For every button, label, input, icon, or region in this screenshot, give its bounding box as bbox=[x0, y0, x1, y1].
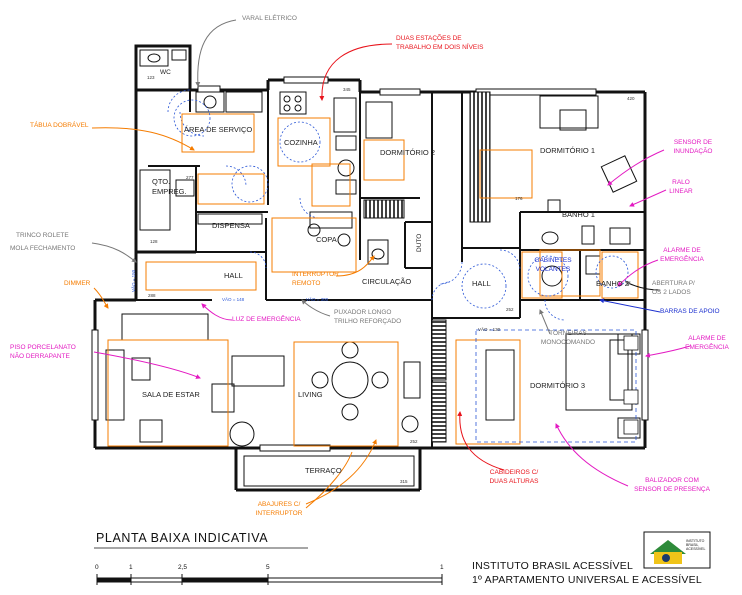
dim-vao-hall: VÃO = 148 bbox=[222, 297, 245, 302]
annotation-gabinetes-2: VOLANTES bbox=[535, 266, 571, 273]
annotation-alarme-1-line1: ALARME DE bbox=[663, 247, 701, 254]
room-label-copa: COPA bbox=[316, 235, 337, 244]
annotation-piso-2: NÃO DERRAPANTE bbox=[10, 353, 70, 360]
turning-circles bbox=[173, 99, 629, 309]
room-label-empreg: EMPREG. bbox=[152, 187, 187, 196]
annotation-interruptor-2: REMOTO bbox=[292, 280, 321, 287]
room-label-sala-de-estar: SALA DE ESTAR bbox=[142, 390, 200, 399]
annotation-luz: LUZ DE EMERGÊNCIA bbox=[232, 316, 301, 323]
room-label-dormitorio-1: DORMITÓRIO 1 bbox=[540, 146, 596, 155]
annotation-alarme-1-line2: EMERGÊNCIA bbox=[660, 256, 704, 263]
plan-title: PLANTA BAIXA INDICATIVA bbox=[96, 531, 269, 545]
scale-label-1: 1 bbox=[129, 564, 133, 571]
room-label-cozinha: COZINHA bbox=[284, 138, 318, 147]
room-label-living: LIVING bbox=[298, 390, 323, 399]
dim-277: 277 bbox=[186, 175, 194, 180]
annotation-abajures-2: INTERRUPTOR bbox=[255, 510, 303, 517]
room-label-dormitorio-2: DORMITÓRIO 2 bbox=[380, 148, 436, 157]
annotation-alarme-2-line1: ALARME DE bbox=[688, 335, 726, 342]
room-label-qto: QTO. bbox=[152, 177, 171, 186]
annotation-torneiras-1: TORNEIRAS bbox=[549, 330, 587, 337]
scale-label-2-5: 2,5 bbox=[178, 564, 188, 571]
annotation-gabinetes-1: GABINETES bbox=[534, 257, 572, 264]
annotation-ralo-1: RALO bbox=[672, 179, 690, 186]
annotation-dimmer: DIMMER bbox=[64, 280, 91, 287]
dim-vao-side: VÃO = 150 bbox=[131, 269, 136, 292]
annotation-piso-1: PISO PORCELANATO bbox=[10, 344, 76, 351]
logo bbox=[643, 531, 711, 569]
annotation-puxador-2: TRILHO REFORÇADO bbox=[334, 318, 402, 325]
scale-label-5: 5 bbox=[266, 564, 270, 571]
dim-176: 176 bbox=[515, 196, 523, 201]
room-label-banho-2: BANHO 2 bbox=[596, 279, 629, 288]
dim-315: 315 bbox=[400, 479, 408, 484]
wall-icons bbox=[623, 335, 639, 435]
annotation-barras: BARRAS DE APOIO bbox=[660, 308, 720, 315]
room-label-banho-1: BANHO 1 bbox=[562, 210, 595, 219]
annotation-balizador-2: SENSOR DE PRESENÇA bbox=[634, 486, 710, 493]
dim-vao-dorm: VÃO = 130 bbox=[478, 327, 501, 332]
annotation-puxador-1: PUXADOR LONGO bbox=[334, 309, 392, 316]
annotation-trinco: TRINCO ROLETE bbox=[16, 232, 69, 239]
room-label-dispensa: DISPENSA bbox=[212, 221, 250, 230]
institute-subtitle: 1º APARTAMENTO UNIVERSAL E ACESSÍVEL bbox=[472, 574, 702, 586]
dim-vao-living: VÃO = 300 bbox=[306, 297, 329, 302]
annotation-balizador-1: BALIZADOR COM bbox=[645, 477, 699, 484]
logo-text: INSTITUTO BRASIL ACESSÍVEL bbox=[686, 539, 706, 551]
annotation-sensor-1: SENSOR DE bbox=[673, 139, 713, 146]
annotation-duas-estacoes-2: TRABALHO EM DOIS NÍVEIS bbox=[396, 44, 484, 51]
dim-420: 420 bbox=[627, 96, 635, 101]
annotation-abajures-1: ABAJURES C/ bbox=[257, 501, 301, 508]
wardrobes bbox=[363, 91, 491, 443]
annotation-cabideiros-2: DUAS ALTURAS bbox=[489, 478, 539, 485]
annotation-abertura-2: OS 2 LADOS bbox=[652, 289, 691, 296]
annotation-sensor-2: INUNDAÇÃO bbox=[673, 148, 713, 155]
annotation-torneiras-2: MONOCOMANDO bbox=[540, 339, 596, 346]
dim-128: 128 bbox=[150, 239, 158, 244]
dim-288: 288 bbox=[148, 293, 156, 298]
dim-252-a: 252 bbox=[506, 307, 514, 312]
room-label-dormitorio-3: DORMITÓRIO 3 bbox=[530, 381, 586, 390]
annotation-duas-estacoes-1: DUAS ESTAÇÕES DE bbox=[396, 35, 462, 42]
circulation-zones bbox=[107, 113, 639, 447]
annotation-cabideiros-1: CABIDEIROS C/ bbox=[489, 469, 539, 476]
institute-name: INSTITUTO BRASIL ACESSÍVEL bbox=[472, 560, 633, 572]
annotation-mola: MOLA FECHAMENTO bbox=[10, 245, 76, 252]
dim-345: 345 bbox=[343, 87, 351, 92]
room-label-hall-2: HALL bbox=[472, 279, 491, 288]
room-label-circulacao: CIRCULAÇÃO bbox=[362, 277, 412, 286]
annotation-abertura-1: ABERTURA P/ bbox=[652, 280, 695, 287]
annotation-leaders bbox=[91, 19, 691, 509]
room-label-hall-1: HALL bbox=[224, 271, 243, 280]
room-label-area-servico: ÁREA DE SERVIÇO bbox=[184, 125, 253, 134]
annotation-tabua: TÁBUA DOBRÁVEL bbox=[30, 122, 89, 129]
room-label-duto: DUTO bbox=[416, 233, 423, 252]
furniture bbox=[105, 49, 641, 487]
room-label-terraco: TERRAÇO bbox=[305, 466, 342, 475]
annotation-ralo-2: LINEAR bbox=[669, 188, 693, 195]
inner-walls bbox=[95, 90, 645, 448]
annotation-alarme-2-line2: EMERGÊNCIA bbox=[685, 344, 729, 351]
dorm3-dashed-area bbox=[475, 329, 637, 443]
annotation-varal: VARAL ELÉTRICO bbox=[242, 15, 297, 22]
dim-123: 123 bbox=[147, 75, 155, 80]
scale-bar bbox=[96, 574, 443, 585]
annotation-interruptor-1: INTERRUPTOR bbox=[292, 271, 339, 278]
room-label-wc: WC bbox=[160, 69, 171, 76]
dim-252-b: 252 bbox=[410, 439, 418, 444]
scale-label-10: 1 bbox=[440, 564, 444, 571]
scale-label-0: 0 bbox=[95, 564, 99, 571]
